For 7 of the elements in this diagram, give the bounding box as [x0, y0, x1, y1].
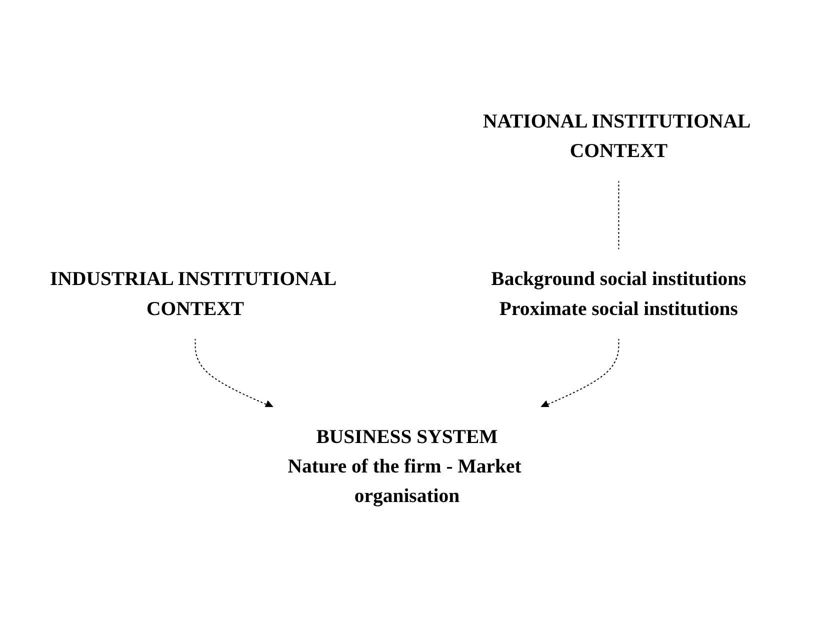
node-text: Background social institutions Proximate social institutions: [491, 268, 746, 320]
node-text: BUSINESS SYSTEM Nature of the firm - Market organisation: [288, 426, 522, 507]
arrow: [194, 338, 274, 408]
connector: [618, 180, 620, 250]
node-text: INDUSTRIAL INSTITUTIONAL CONTEXT: [50, 268, 336, 320]
arrow: [540, 338, 620, 408]
node-text: NATIONAL INSTITUTIONAL CONTEXT: [482, 110, 750, 162]
